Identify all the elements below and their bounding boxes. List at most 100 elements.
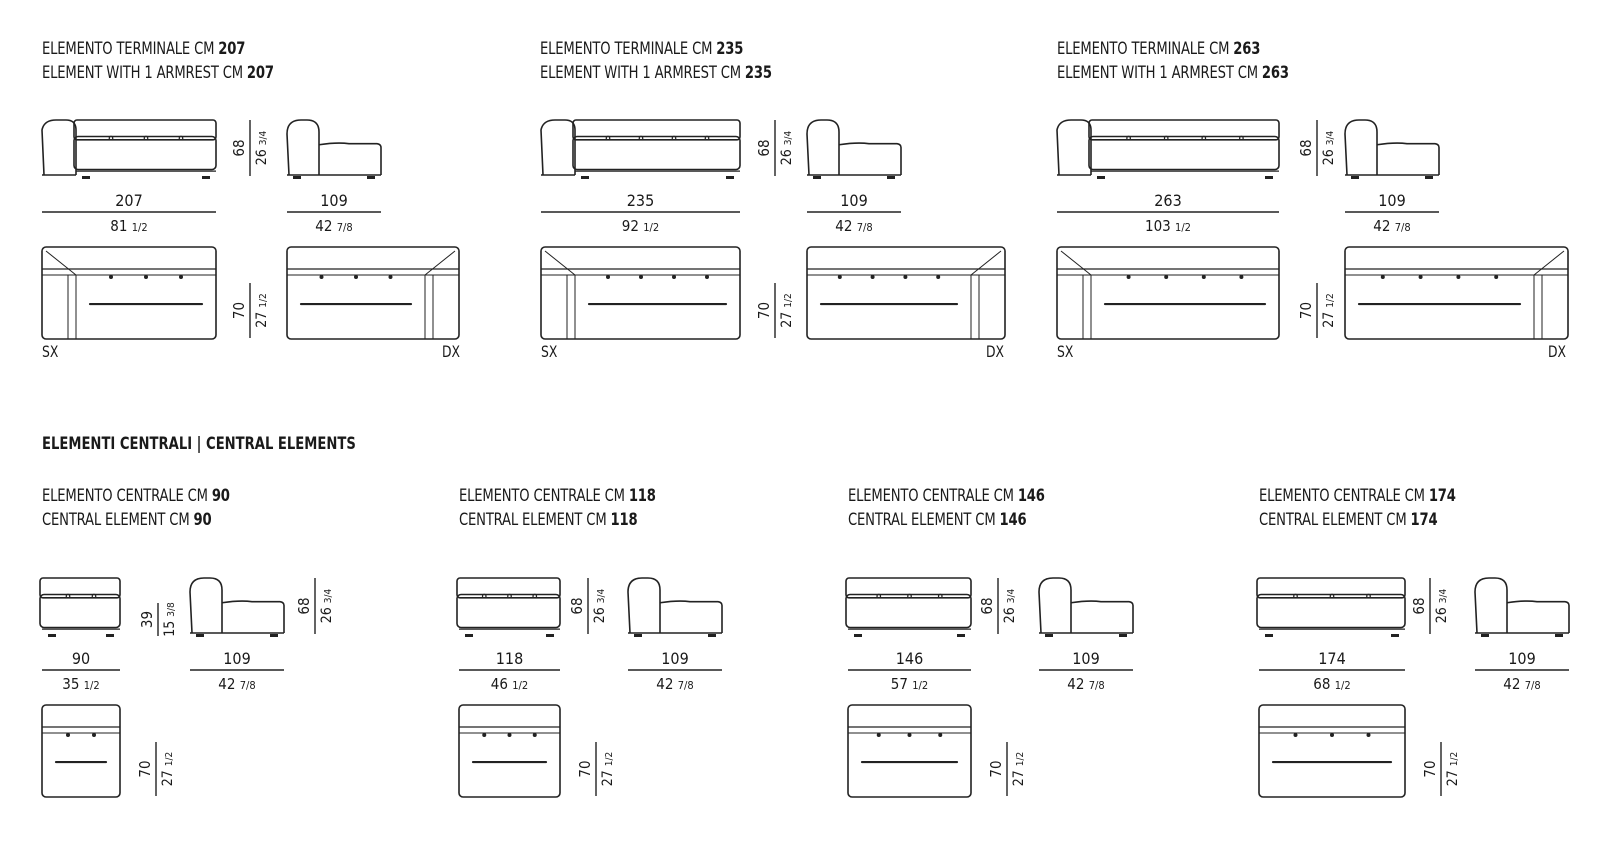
backrest-side <box>806 119 840 176</box>
tufting-button <box>108 135 114 141</box>
dimension-cm: 68 <box>295 597 313 614</box>
inches-whole: 42 <box>1067 675 1088 693</box>
sofa-foot <box>634 634 642 637</box>
dimension-inches: 57 1/2 <box>891 675 928 693</box>
outline <box>1056 246 1280 340</box>
dimension-inches: 26 3/4 <box>1002 588 1018 623</box>
tufting-button <box>1293 593 1298 599</box>
sofa-foot <box>1119 634 1127 637</box>
inches-whole: 46 <box>491 675 512 693</box>
title-it: ELEMENTO CENTRALE CM 174 <box>1259 486 1456 506</box>
inches-fraction: 1/2 <box>164 752 175 766</box>
inches-fraction: 3/4 <box>783 130 794 145</box>
side-view-terminal <box>286 119 382 179</box>
inches-whole: 42 <box>218 675 239 693</box>
tufting-button <box>178 135 184 141</box>
dimension-inches: 27 1/2 <box>1445 752 1461 787</box>
dimension-cm: 174 <box>1318 649 1345 668</box>
inches-whole: 42 <box>1503 675 1524 693</box>
central-title-4: ELEMENTO CENTRALE CM 174 CENTRAL ELEMENT… <box>1259 484 1456 532</box>
inches-fraction: 3/8 <box>166 602 177 617</box>
plan-view-dx <box>286 246 460 340</box>
tufting-button <box>1366 593 1371 599</box>
front-view-central <box>456 577 561 637</box>
backrest-side <box>1474 577 1508 634</box>
seat-side <box>221 600 285 633</box>
dimension-inches: 42 7/8 <box>835 217 872 235</box>
inches-whole: 26 <box>319 603 335 623</box>
dimension-cm: 70 <box>1297 302 1315 319</box>
tufting-button <box>319 275 324 279</box>
tufting-button <box>532 593 538 599</box>
inches-fraction: 7/8 <box>678 679 694 692</box>
tufting-button <box>144 275 148 279</box>
sofa-foot <box>887 176 895 179</box>
tufting-button <box>482 733 487 737</box>
inches-fraction: 1/2 <box>512 679 528 692</box>
tufting-button <box>704 135 710 141</box>
tufting-button <box>91 593 97 599</box>
inches-whole: 26 <box>254 145 270 165</box>
tufting-button <box>639 275 643 279</box>
dimension-inches: 26 3/4 <box>592 588 608 623</box>
tufting-button <box>837 275 842 279</box>
dimension-cm: 70 <box>987 760 1005 777</box>
dimension-cm: 70 <box>755 302 773 319</box>
seat-side <box>1506 600 1570 633</box>
tufting-button <box>907 593 912 599</box>
dimension-inches: 26 3/4 <box>1434 588 1450 623</box>
side-view-central <box>627 577 723 637</box>
dimension-cm: 109 <box>661 649 688 668</box>
front-view-central <box>1256 577 1406 637</box>
outline <box>847 704 972 798</box>
outline <box>458 704 561 798</box>
title-en: ELEMENT WITH 1 ARMREST CM 235 <box>540 63 772 83</box>
central-title-1: ELEMENTO CENTRALE CM 90 CENTRAL ELEMENT … <box>42 484 230 532</box>
armrest-line <box>1060 250 1092 339</box>
dimension-inches: 26 3/4 <box>779 130 795 165</box>
inches-fraction: 1/2 <box>132 221 148 234</box>
dimension-inches: 92 1/2 <box>622 217 659 235</box>
dimension-inches: 27 1/2 <box>254 293 270 328</box>
inches-whole: 42 <box>835 217 856 235</box>
backrest <box>1088 119 1280 141</box>
terminal-title-2: ELEMENTO TERMINALE CM 235 ELEMENT WITH 1… <box>540 37 772 85</box>
sofa-foot <box>1481 634 1489 637</box>
sofa-foot <box>1555 634 1563 637</box>
sofa-foot <box>196 634 204 637</box>
tufting-button <box>507 593 512 599</box>
title-it: ELEMENTO TERMINALE CM 207 <box>42 39 246 59</box>
sofa-foot <box>48 634 56 637</box>
title-en: ELEMENT WITH 1 ARMREST CM 207 <box>42 63 274 83</box>
sofa-foot <box>1045 634 1053 637</box>
armrest <box>540 119 576 176</box>
inches-fraction: 7/8 <box>240 679 256 692</box>
dimension-cm: 90 <box>72 649 90 668</box>
tufting-button <box>671 135 677 141</box>
title-it: ELEMENTO CENTRALE CM 118 <box>459 486 656 506</box>
tufting-button <box>705 275 709 279</box>
dimension-inches: 42 7/8 <box>218 675 255 693</box>
sofa-foot <box>708 634 716 637</box>
inches-fraction: 3/4 <box>1325 130 1336 145</box>
sx-label: SX <box>42 342 59 361</box>
dimension-cm: 109 <box>1508 649 1535 668</box>
terminal-title-1: ELEMENTO TERMINALE CM 207 ELEMENT WITH 1… <box>42 37 274 85</box>
dimension-inches: 27 1/2 <box>779 293 795 328</box>
tufting-button <box>907 733 912 737</box>
dimension-cm: 146 <box>896 649 923 668</box>
sofa-foot <box>293 176 301 179</box>
outline <box>1258 704 1406 798</box>
